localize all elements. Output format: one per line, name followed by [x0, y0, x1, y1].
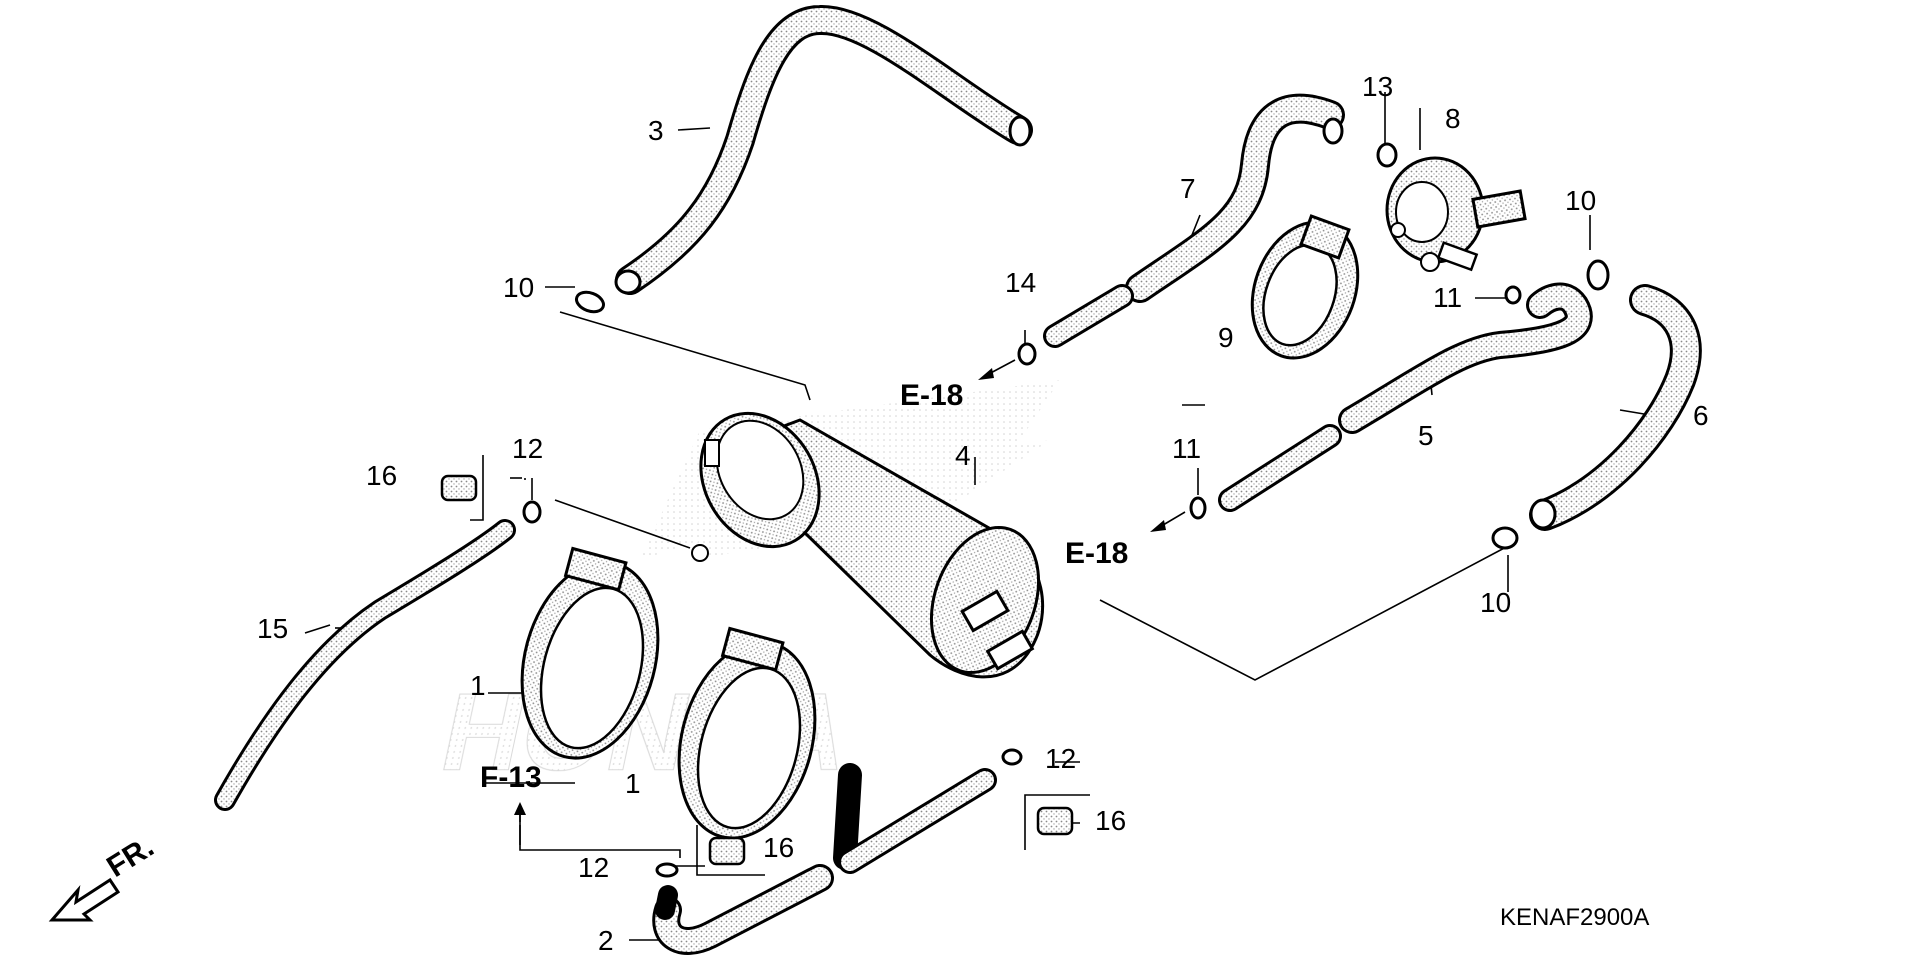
ref-f13: F-13 [480, 761, 542, 794]
clamp-10-upper-left [574, 290, 606, 314]
callouts: 3 10 16 12 15 1 1 4 12 16 16 12 2 14 7 1… [257, 71, 1709, 956]
clamp-10-right [1491, 526, 1519, 550]
diagram-code: KENAF2900A [1500, 904, 1649, 931]
hose-3 [614, 5, 1033, 295]
hose-6 [1529, 284, 1702, 531]
hose-7 [1043, 93, 1345, 348]
clamp-11-left [1189, 496, 1207, 520]
ref-e18-lower: E-18 [1065, 537, 1128, 570]
callout-16-right: 16 [1095, 805, 1126, 836]
clamp-13 [1376, 142, 1398, 168]
callout-1-lower: 1 [625, 768, 641, 799]
callout-16-lower-left: 16 [763, 832, 794, 863]
band-1-lower [677, 626, 817, 840]
canister-4 [691, 411, 1045, 679]
hose-2 [652, 763, 997, 955]
ref-labels: E-18 E-18 F-13 [480, 379, 1128, 794]
clamp-14 [1017, 342, 1037, 366]
callout-6: 6 [1693, 400, 1709, 431]
ref-arrows [514, 359, 1186, 845]
band-9 [1250, 214, 1360, 360]
front-direction-arrow: FR. [48, 830, 160, 922]
clamp-12-right [1001, 748, 1023, 766]
callout-10-upper-right: 10 [1565, 185, 1596, 216]
callout-10-upper-left: 10 [503, 272, 534, 303]
callout-1-upper: 1 [470, 670, 486, 701]
callout-14: 14 [1005, 267, 1036, 298]
callout-9: 9 [1218, 322, 1234, 353]
callout-12-right: 12 [1045, 743, 1076, 774]
clip-16-top [440, 455, 484, 521]
hose-15 [214, 519, 516, 811]
clamp-10-upper-right [1586, 259, 1610, 291]
clips-16 [440, 455, 1090, 876]
callout-5: 5 [1418, 420, 1434, 451]
direction-label: FR. [101, 830, 159, 884]
clamps [522, 142, 1610, 878]
callout-10-right: 10 [1480, 587, 1511, 618]
callout-11-left: 11 [1172, 433, 1201, 464]
clip-16-lower-left [696, 825, 765, 876]
clamp-12-bottom [655, 862, 679, 878]
callout-12-left: 12 [512, 433, 543, 464]
clamp-12-left [522, 500, 542, 524]
callout-7: 7 [1180, 173, 1196, 204]
callout-12-bottom: 12 [578, 852, 609, 883]
clamp-11-right [1504, 285, 1522, 305]
callout-16-top: 16 [366, 460, 397, 491]
callout-11-right: 11 [1433, 282, 1462, 313]
callout-3: 3 [648, 115, 664, 146]
valve-8 [1385, 156, 1527, 272]
hose-5 [1218, 282, 1593, 512]
callout-4: 4 [955, 440, 971, 471]
clip-16-right [1024, 794, 1090, 850]
ref-e18-upper: E-18 [900, 379, 963, 412]
callout-13: 13 [1362, 71, 1393, 102]
callout-15: 15 [257, 613, 288, 644]
callout-2: 2 [598, 925, 614, 956]
callout-8: 8 [1445, 103, 1461, 134]
band-1-upper [520, 546, 660, 760]
